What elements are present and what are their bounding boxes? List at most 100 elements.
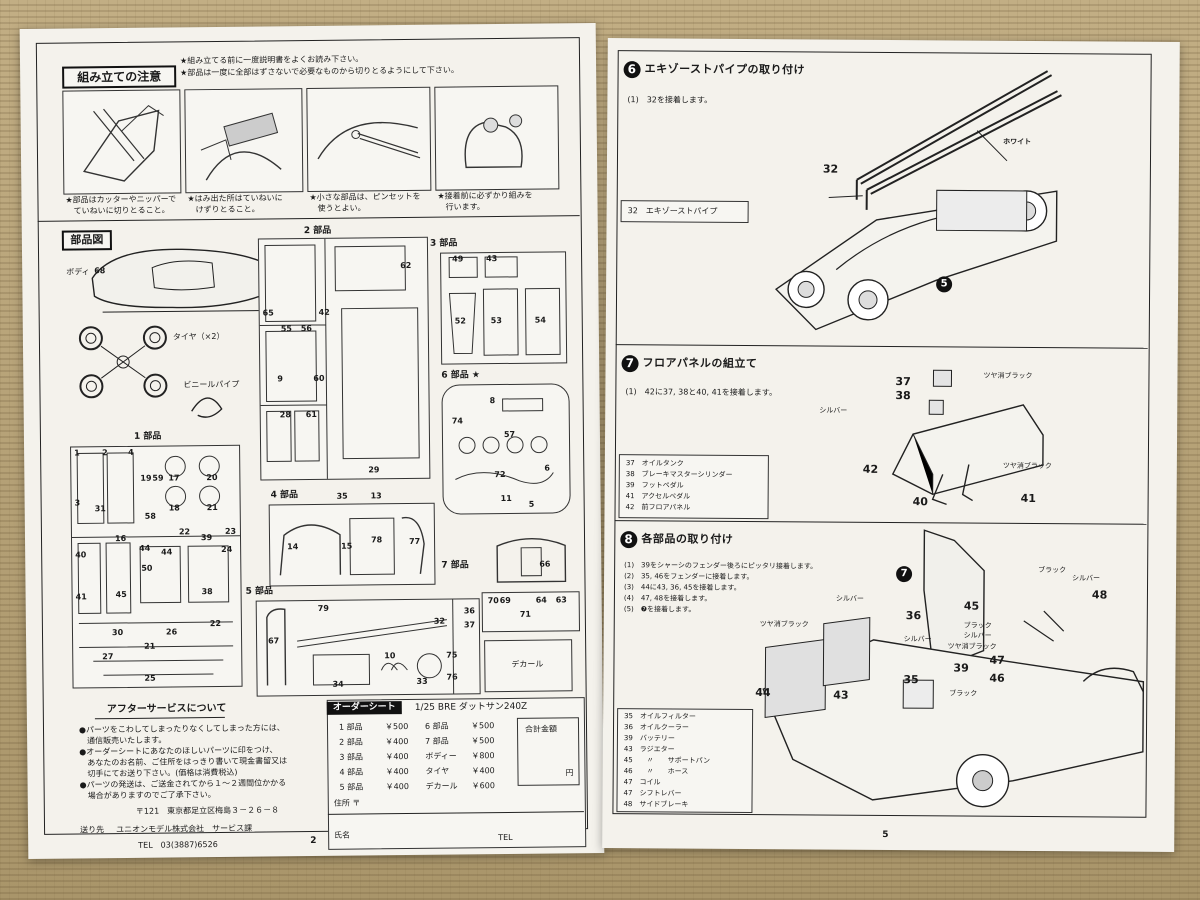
caption-1b: ていねいに切りとること。 xyxy=(65,205,170,216)
order-row-item: 3 部品 xyxy=(339,752,363,762)
part-num: 70 xyxy=(487,596,499,606)
step-number: 6 xyxy=(623,60,641,78)
after-line-2: 通信販売いたします。 xyxy=(79,735,167,746)
part-num: 63 xyxy=(555,595,567,605)
step-number: 8 xyxy=(620,530,638,548)
part-num: 45 xyxy=(115,589,127,600)
total-label: 合計金額 xyxy=(524,724,558,734)
order-row-price: ￥400 xyxy=(385,737,409,747)
section-6-legend: 32 エキゾーストパイプ xyxy=(620,200,749,224)
intro-line-1: ★組み立てる前に一度説明書をよくお読み下さい。 xyxy=(179,54,364,66)
part-num: 55 xyxy=(280,324,293,334)
part-num: 18 xyxy=(168,503,180,513)
part-num: 37 xyxy=(463,620,476,630)
order-row-item: 6 部品 xyxy=(424,721,449,731)
part-num: 34 xyxy=(332,679,344,689)
group-7-label: 7 部品 xyxy=(441,560,469,571)
section-8-step: (5) ❼を接着します。 xyxy=(623,605,696,614)
caption-3b: 使うとよい。 xyxy=(309,203,366,214)
after-service-title: アフターサービスについて xyxy=(106,702,227,716)
after-line-1: ●パーツをこわしてしまったりなくしてしまった方には、 xyxy=(78,723,285,735)
part-num: 75 xyxy=(446,650,458,660)
engine-bay-drawing xyxy=(762,529,1145,808)
part-num: 20 xyxy=(206,472,218,483)
part-num: 13 xyxy=(370,491,382,501)
part-num: 41 xyxy=(75,592,87,602)
order-row-price: ￥500 xyxy=(384,722,409,732)
part-num: 66 xyxy=(539,559,551,569)
order-row-item: デカール xyxy=(425,781,458,791)
step-number: 7 xyxy=(621,354,639,372)
color-silver: シルバー xyxy=(1072,574,1101,583)
body-label: ボディ xyxy=(66,267,90,277)
part-num: 16 xyxy=(114,533,127,544)
part-num: 44 xyxy=(139,543,151,553)
part-num: 35 xyxy=(336,491,348,501)
part-num: 5 xyxy=(528,499,535,509)
callout-38: 38 xyxy=(895,389,911,403)
caption-2a: ★はみ出た所はていねいに xyxy=(187,193,283,204)
color-gloss-black: ツヤ消ブラック xyxy=(983,371,1033,380)
order-row-price: ￥400 xyxy=(385,752,409,762)
part-num: 22 xyxy=(178,527,191,537)
caption-3a: ★小さな部品は、ピンセットを xyxy=(309,191,421,203)
order-row-price: ￥400 xyxy=(385,782,409,792)
part-num: 54 xyxy=(534,315,546,325)
callout-41: 41 xyxy=(1020,491,1036,506)
group-1-label: 1 部品 xyxy=(133,431,162,442)
color-white: ホワイト xyxy=(1003,137,1032,146)
part-num: 15 xyxy=(341,541,353,551)
part-num: 38 xyxy=(201,587,213,597)
part-num: 76 xyxy=(446,672,458,682)
part-num: 8 xyxy=(489,396,496,406)
part-num: 21 xyxy=(144,641,156,651)
part-num: 32 xyxy=(433,616,446,626)
order-model: 1/25 BRE ダットサン240Z xyxy=(414,701,528,713)
part-num: 71 xyxy=(519,609,532,619)
part-num: 61 xyxy=(305,409,317,420)
part-num: 57 xyxy=(503,429,516,439)
part-num: 69 xyxy=(499,595,511,606)
part-num: 31 xyxy=(94,504,106,514)
decal-box: デカール xyxy=(484,639,573,693)
part-num: 10 xyxy=(384,651,396,661)
part-num: 67 xyxy=(268,636,280,646)
part-num: 43 xyxy=(486,254,498,264)
part-num: 27 xyxy=(102,652,114,662)
part-num: 40 xyxy=(75,550,87,560)
caption-4a: ★接着前に必ずかり組みを xyxy=(437,190,533,201)
page-number: 5 xyxy=(882,829,889,840)
chassis-exhaust-drawing xyxy=(775,70,1062,331)
caption-4b: 行います。 xyxy=(437,202,485,212)
after-line-7: 場合がありますのでご了承下さい。 xyxy=(79,790,216,801)
tires-drawing xyxy=(78,325,168,399)
part-num: 53 xyxy=(490,316,502,326)
callout-42: 42 xyxy=(862,462,879,476)
callout-44: 44 xyxy=(755,686,771,700)
color-black: ブラック xyxy=(1038,566,1067,575)
part-num: 2 xyxy=(102,448,108,458)
company-name: ユニオンモデル株式会社 サービス課 xyxy=(116,823,253,835)
part-num: 79 xyxy=(317,603,329,613)
order-row-price: ￥500 xyxy=(470,721,495,731)
part-num: 25 xyxy=(144,673,156,683)
order-row-price: ￥800 xyxy=(471,751,495,761)
callout-36: 36 xyxy=(905,609,922,623)
group-2-sprue xyxy=(257,236,431,481)
part-num: 23 xyxy=(224,526,237,536)
part-num: 14 xyxy=(287,542,299,552)
section-7-legend: 37 オイルタンク 38 ブレーキマスターシリンダー 39 フットペダル 41 … xyxy=(618,454,769,520)
tel-label: TEL xyxy=(498,832,513,843)
color-silver: シルバー xyxy=(903,635,932,644)
part-num: 65 xyxy=(262,308,274,318)
callout-48: 48 xyxy=(1091,588,1108,602)
address-zip: 〒121 東京都足立区梅島３－２６－８ xyxy=(135,805,280,816)
ref-step-7: 7 xyxy=(896,566,913,583)
part-num: 17 xyxy=(168,473,180,483)
part-num: 74 xyxy=(451,416,463,426)
group-3-sprue xyxy=(268,502,436,587)
callout-47: 47 xyxy=(989,653,1005,667)
color-silver: シルバー xyxy=(835,594,864,603)
part-num: 24 xyxy=(221,544,233,554)
